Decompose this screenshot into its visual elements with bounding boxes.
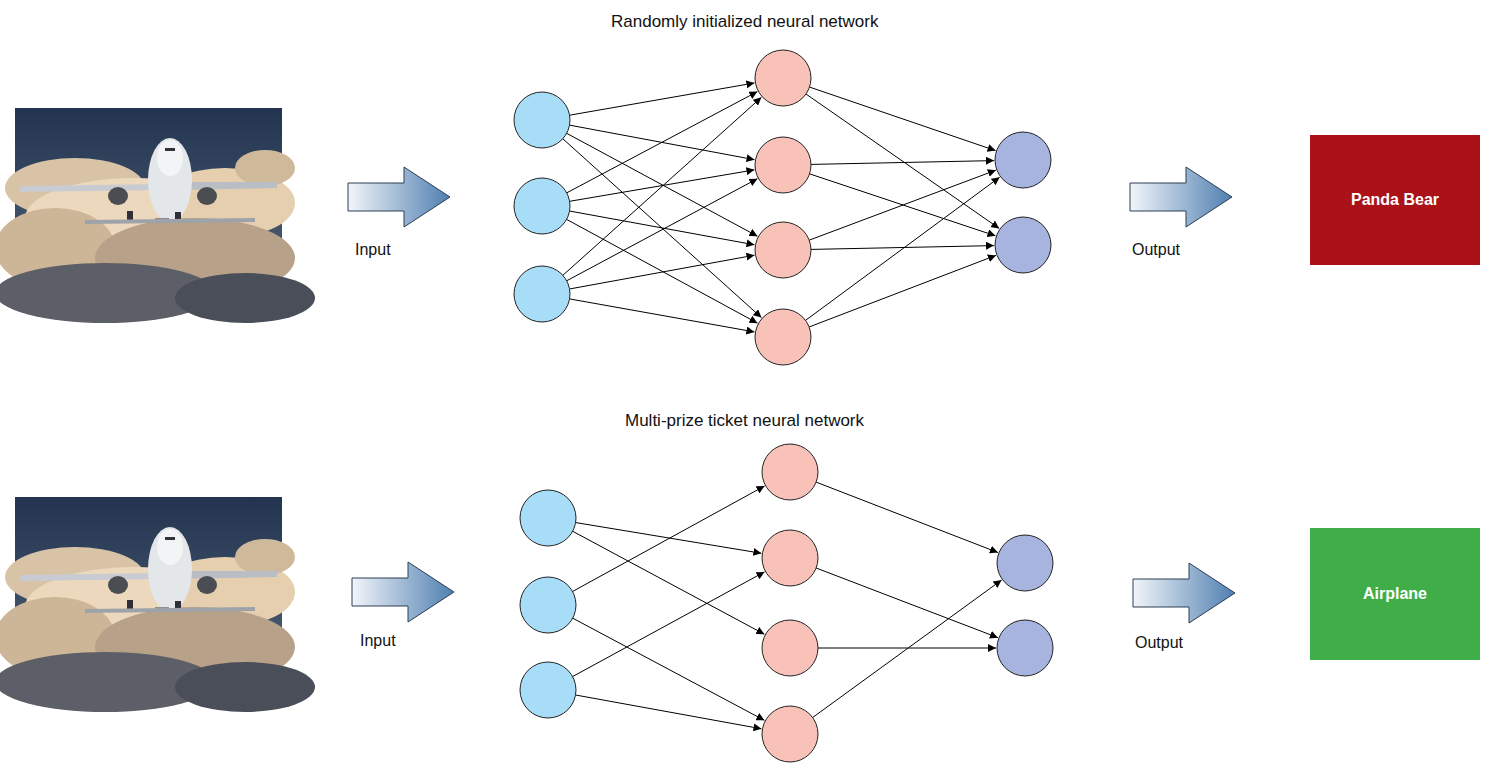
class-output-box: Panda Bear (1310, 135, 1480, 265)
synapse (816, 482, 998, 552)
synapse (570, 255, 755, 289)
synapse (563, 97, 762, 275)
neuron (755, 137, 811, 193)
neuron (520, 662, 576, 718)
synapse (567, 219, 758, 323)
neuron (995, 132, 1051, 188)
synapse (809, 87, 995, 151)
neuron (755, 309, 811, 365)
synapse (563, 139, 762, 318)
panel-title: Randomly initialized neural network (611, 12, 878, 32)
neuron (995, 217, 1051, 273)
synapse (806, 94, 999, 228)
synapse (567, 179, 758, 281)
synapse (573, 531, 765, 634)
class-label: Panda Bear (1351, 190, 1439, 210)
output-label: Output (1135, 633, 1183, 653)
synapse (576, 523, 762, 554)
synapse (570, 299, 755, 332)
neuron (755, 222, 811, 278)
synapse (813, 580, 1002, 717)
synapse (811, 161, 994, 165)
synapse (570, 211, 755, 245)
synapse (570, 170, 755, 201)
synapse (573, 618, 765, 720)
class-label: Airplane (1363, 584, 1427, 604)
neuron (997, 535, 1053, 591)
neuron (755, 50, 811, 106)
synapse (576, 695, 762, 729)
synapse (809, 170, 996, 240)
synapse (570, 83, 755, 115)
neuron (520, 490, 576, 546)
output-label: Output (1132, 240, 1180, 260)
synapse (809, 255, 996, 327)
neuron (762, 620, 818, 676)
neuron (514, 266, 570, 322)
class-output-box: Airplane (1310, 528, 1480, 660)
neuron (762, 444, 818, 500)
neuron (514, 92, 570, 148)
synapse (573, 572, 765, 677)
synapse (573, 486, 765, 592)
neuron (762, 530, 818, 586)
neuron (520, 577, 576, 633)
panel-title: Multi-prize ticket neural network (625, 411, 864, 431)
neuron (762, 706, 818, 762)
neuron (514, 178, 570, 234)
synapse (567, 133, 758, 236)
input-label: Input (355, 240, 391, 260)
neuron (997, 620, 1053, 676)
synapse (567, 92, 758, 193)
input-label: Input (360, 631, 396, 651)
synapse (806, 177, 1000, 320)
